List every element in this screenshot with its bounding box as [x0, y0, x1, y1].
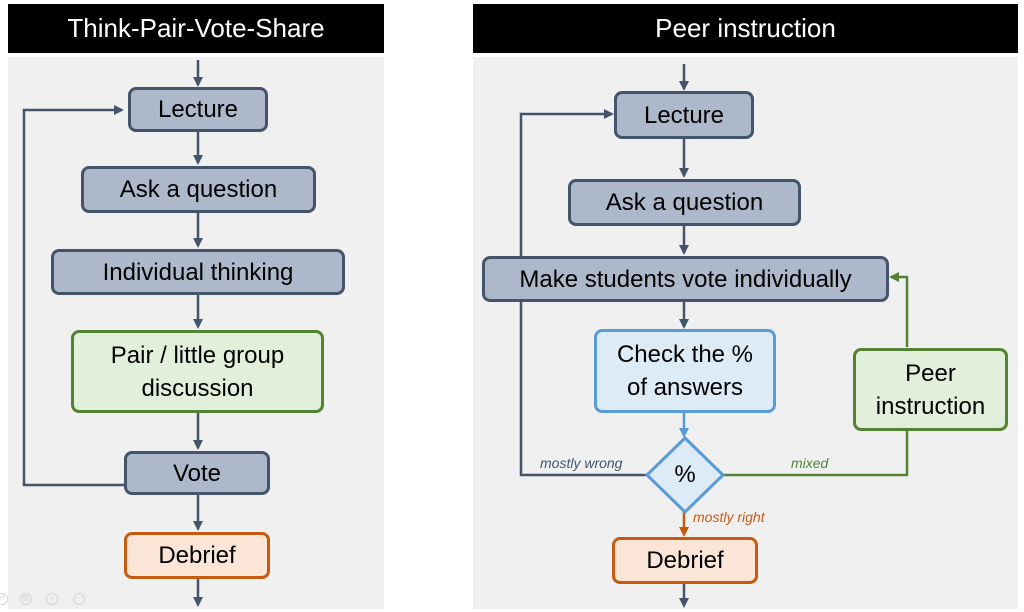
- left-node-ask-question: Ask a question: [81, 166, 316, 213]
- edge-label-mostly-wrong: mostly wrong: [540, 455, 623, 471]
- right-arrow-peer-vote: [889, 272, 909, 347]
- right-panel-title: Peer instruction: [473, 4, 1018, 53]
- right-arrow-mixed-peer: [723, 431, 909, 477]
- decision-diamond: [644, 435, 726, 515]
- undo-icon[interactable]: ↺: [0, 593, 8, 605]
- left-loop-vote-lecture: [22, 105, 124, 487]
- left-node-individual-thinking: Individual thinking: [51, 249, 345, 295]
- left-node-lecture: Lecture: [128, 87, 268, 132]
- edge-label-mixed: mixed: [791, 455, 829, 471]
- more-icon[interactable]: ⋯: [73, 593, 85, 605]
- right-node-lecture: Lecture: [614, 91, 754, 139]
- left-node-vote: Vote: [124, 451, 270, 495]
- left-panel-title: Think-Pair-Vote-Share: [8, 4, 384, 53]
- zoom-icon[interactable]: ⌕: [46, 593, 58, 605]
- right-node-vote-individually: Make students vote individually: [482, 256, 889, 302]
- right-node-check-answers: Check the % of answers: [594, 329, 776, 413]
- left-node-pair-discussion: Pair / little group discussion: [71, 330, 324, 413]
- print-icon[interactable]: ▤: [20, 593, 32, 605]
- left-node-debrief: Debrief: [124, 532, 270, 579]
- right-node-ask-question: Ask a question: [568, 179, 801, 226]
- edge-label-mostly-right: mostly right: [693, 509, 765, 525]
- right-node-peer-instruction: Peer instruction: [853, 348, 1008, 431]
- right-node-debrief: Debrief: [612, 537, 758, 584]
- decision-label: %: [674, 461, 696, 488]
